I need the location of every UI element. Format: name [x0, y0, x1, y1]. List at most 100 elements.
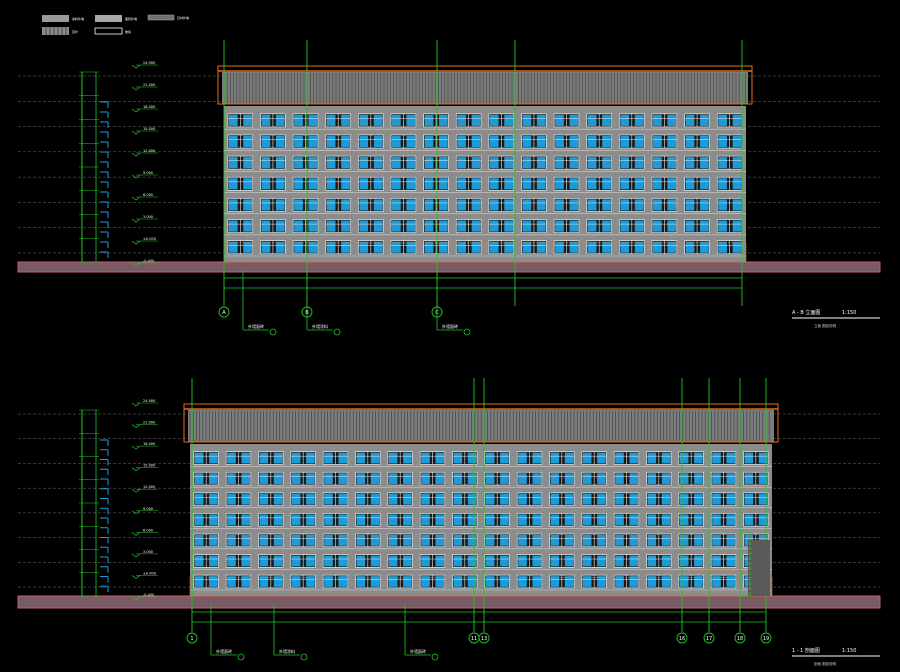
e2-window-glass-r [726, 473, 736, 485]
e2-window-glass-l [518, 555, 527, 567]
e1-window-glass-r [634, 178, 644, 190]
e1-window-glass-l [718, 157, 727, 169]
e2-window-glass-r [241, 473, 251, 485]
e2-window-glass-l [647, 576, 657, 587]
e1-window-glass-r [536, 157, 546, 169]
e1-window-glass-r [373, 114, 383, 126]
e1-window-glass-l [294, 199, 303, 211]
e1-window-glass-r [471, 114, 481, 126]
e1-window-glass-l [424, 178, 434, 190]
e1-window-glass-r [700, 241, 709, 253]
e2-window-glass-l [421, 555, 430, 567]
e1-window-glass-l [326, 157, 336, 169]
e1-window-glass-l [359, 220, 369, 232]
e1-elev-marker [131, 64, 141, 69]
e1-window-glass-r [569, 220, 579, 232]
e2-window-glass-l [227, 473, 236, 485]
e1-window-glass-r [602, 135, 611, 148]
e2-window-glass-l [712, 452, 721, 464]
e1-window-glass-l [718, 220, 727, 232]
e1-window-glass-l [522, 135, 532, 148]
e1-window-glass-l [718, 114, 727, 126]
e2-axis-label: 16 [679, 636, 685, 642]
e2-window-glass-l [421, 534, 430, 546]
e1-window-glass-r [406, 178, 416, 190]
e2-window-glass-r [726, 514, 736, 526]
e2-window-glass-r [629, 473, 639, 485]
e2-window-glass-r [306, 493, 315, 505]
e1-window-glass-l [326, 114, 336, 126]
e2-axis-label: 17 [706, 636, 712, 642]
e2-window-glass-l [485, 514, 495, 526]
e1-window-glass-r [308, 157, 318, 169]
e2-window-glass-r [435, 555, 445, 567]
e2-window-glass-r [532, 493, 542, 505]
e2-window-glass-l [259, 473, 269, 485]
e1-window-glass-r [569, 241, 579, 253]
e1-window-glass-r [471, 241, 481, 253]
e1-window-glass-l [457, 241, 466, 253]
e1-elev-marker [131, 262, 141, 267]
e2-window-glass-r [629, 452, 639, 464]
e2-window-glass-r [467, 576, 477, 587]
e1-callout-bubble [463, 328, 471, 336]
e1-window-glass-r [732, 241, 742, 253]
e2-window-glass-l [550, 514, 560, 526]
e1-window-glass-r [732, 157, 742, 169]
e2-window-glass-l [518, 473, 527, 485]
e1-window-glass-l [522, 178, 532, 190]
e2-axis-bubble [186, 632, 198, 644]
e2-window-glass-r [694, 493, 703, 505]
e1-window-glass-r [602, 199, 611, 211]
e1-window-glass-r [700, 199, 709, 211]
e2-window-glass-l [356, 555, 366, 567]
e2-window-glass-l [388, 534, 398, 546]
e1-window-glass-l [294, 114, 303, 126]
e2-window-glass-r [370, 452, 380, 464]
e2-window-glass-l [291, 514, 301, 526]
e1-window-glass-r [569, 178, 579, 190]
e1-window-glass-r [569, 135, 579, 148]
e2-window-glass-l [582, 452, 592, 464]
e1-callout-bubble [333, 328, 341, 336]
e2-window-glass-r [338, 514, 348, 526]
e1-scale: 1:150 [842, 310, 856, 316]
e1-elev-label: 15.000 [143, 127, 155, 131]
e2-window-glass-l [324, 493, 333, 505]
e2-window-glass-l [194, 534, 204, 546]
e1-window-glass-r [634, 241, 644, 253]
e1-window-glass-r [536, 241, 546, 253]
e2-window-glass-l [679, 473, 689, 485]
e2-window-glass-l [485, 555, 495, 567]
e1-window-glass-l [522, 199, 532, 211]
e1-window-glass-r [732, 135, 742, 148]
e1-window-glass-l [489, 199, 499, 211]
e1-window-glass-l [620, 178, 630, 190]
e1-window-glass-l [587, 199, 597, 211]
e2-window-glass-r [467, 493, 477, 505]
e1-window-glass-r [275, 220, 285, 232]
e2-window-glass-l [259, 452, 269, 464]
e2-window-glass-l [259, 555, 269, 567]
e2-window-glass-r [435, 473, 445, 485]
e2-window-glass-r [370, 493, 380, 505]
e1-window-glass-r [308, 199, 318, 211]
e1-window-glass-r [439, 199, 448, 211]
e1-window-glass-l [457, 199, 466, 211]
e1-elev-marker [131, 108, 141, 113]
e1-window-glass-r [275, 135, 285, 148]
e2-title: 1 - 1 剖面图 [792, 647, 820, 654]
e1-window-glass-l [228, 178, 238, 190]
e1-window-glass-r [243, 135, 252, 148]
e1-window-glass-r [504, 241, 513, 253]
front-elevation: 24.90021.00018.00015.00012.0009.0006.000… [17, 40, 881, 336]
e1-window-glass-l [359, 199, 369, 211]
legend-swatch-4 [42, 27, 69, 35]
e1-window-glass-l [261, 220, 271, 232]
e1-window-glass-l [261, 199, 271, 211]
e1-window-glass-l [392, 157, 401, 169]
e2-window-glass-l [291, 534, 301, 546]
e2-elev-marker [131, 424, 141, 428]
e2-window-glass-l [582, 534, 592, 546]
